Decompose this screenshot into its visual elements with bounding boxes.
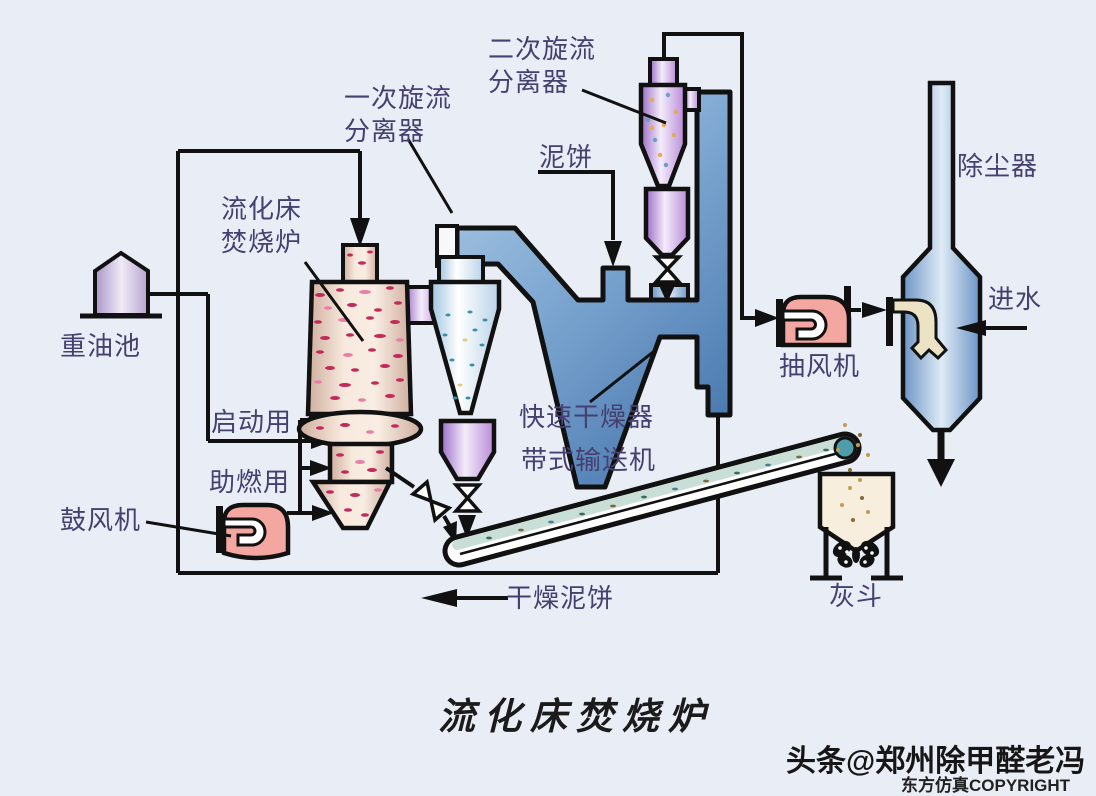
label-leader-lines [145,88,667,538]
label-combustion-support: 助燃用 [209,468,291,497]
belt-material-speckles [486,448,829,540]
burner-piping [148,292,313,515]
label-mud-cake: 泥饼 [539,143,594,172]
falling-ash-particles [836,423,870,472]
label-rapid-dryer: 快速干燥器 [519,403,655,432]
rapid-dryer-body [454,89,733,490]
exhaust-fan [776,286,893,348]
label-primary-cyclone: 一次旋流 分离器 [344,84,453,146]
belt-conveyor [442,431,862,568]
diagram-title: 流化床焚烧炉 [438,697,714,738]
label-incinerator: 流化床 焚烧炉 [221,195,303,257]
ash-hopper [810,423,903,581]
label-exhaust-fan: 抽风机 [779,352,861,381]
label-heavy-oil-pool: 重油池 [60,332,142,361]
incinerator-vessel [296,243,424,531]
label-ash-hopper: 灰斗 [829,582,884,611]
primary-cyclone [428,224,502,539]
blower [216,502,291,561]
mud-cake-inlet [538,170,622,267]
watermark-copyright: 东方仿真COPYRIGHT [901,776,1071,795]
label-blower: 鼓风机 [60,506,142,535]
dried-mud-cake-arrow [421,589,508,607]
incinerator-speckles [314,250,404,517]
label-belt-conveyor: 带式输送机 [521,446,657,475]
recycle-loop-pipe [176,149,720,575]
label-dust-remover: 除尘器 [957,152,1039,181]
label-dried-mud-cake: 干燥泥饼 [506,584,615,613]
label-secondary-cyclone: 二次旋流 分离器 [488,35,597,97]
bottom-discharge-valve [384,466,457,544]
label-water-inlet: 进水 [988,285,1043,314]
secondary-cyclone [638,57,701,303]
watermark-byline: 头条@郑州除甲醛老冯 [786,745,1086,778]
dust-remover [891,80,1027,487]
heavy-oil-tank [93,250,150,317]
feed-arrow [350,218,370,247]
label-startup-fuel: 启动用 [211,408,293,437]
secondary-cyclone-pipe [662,32,755,320]
fan-inlet-arrow [755,309,779,327]
